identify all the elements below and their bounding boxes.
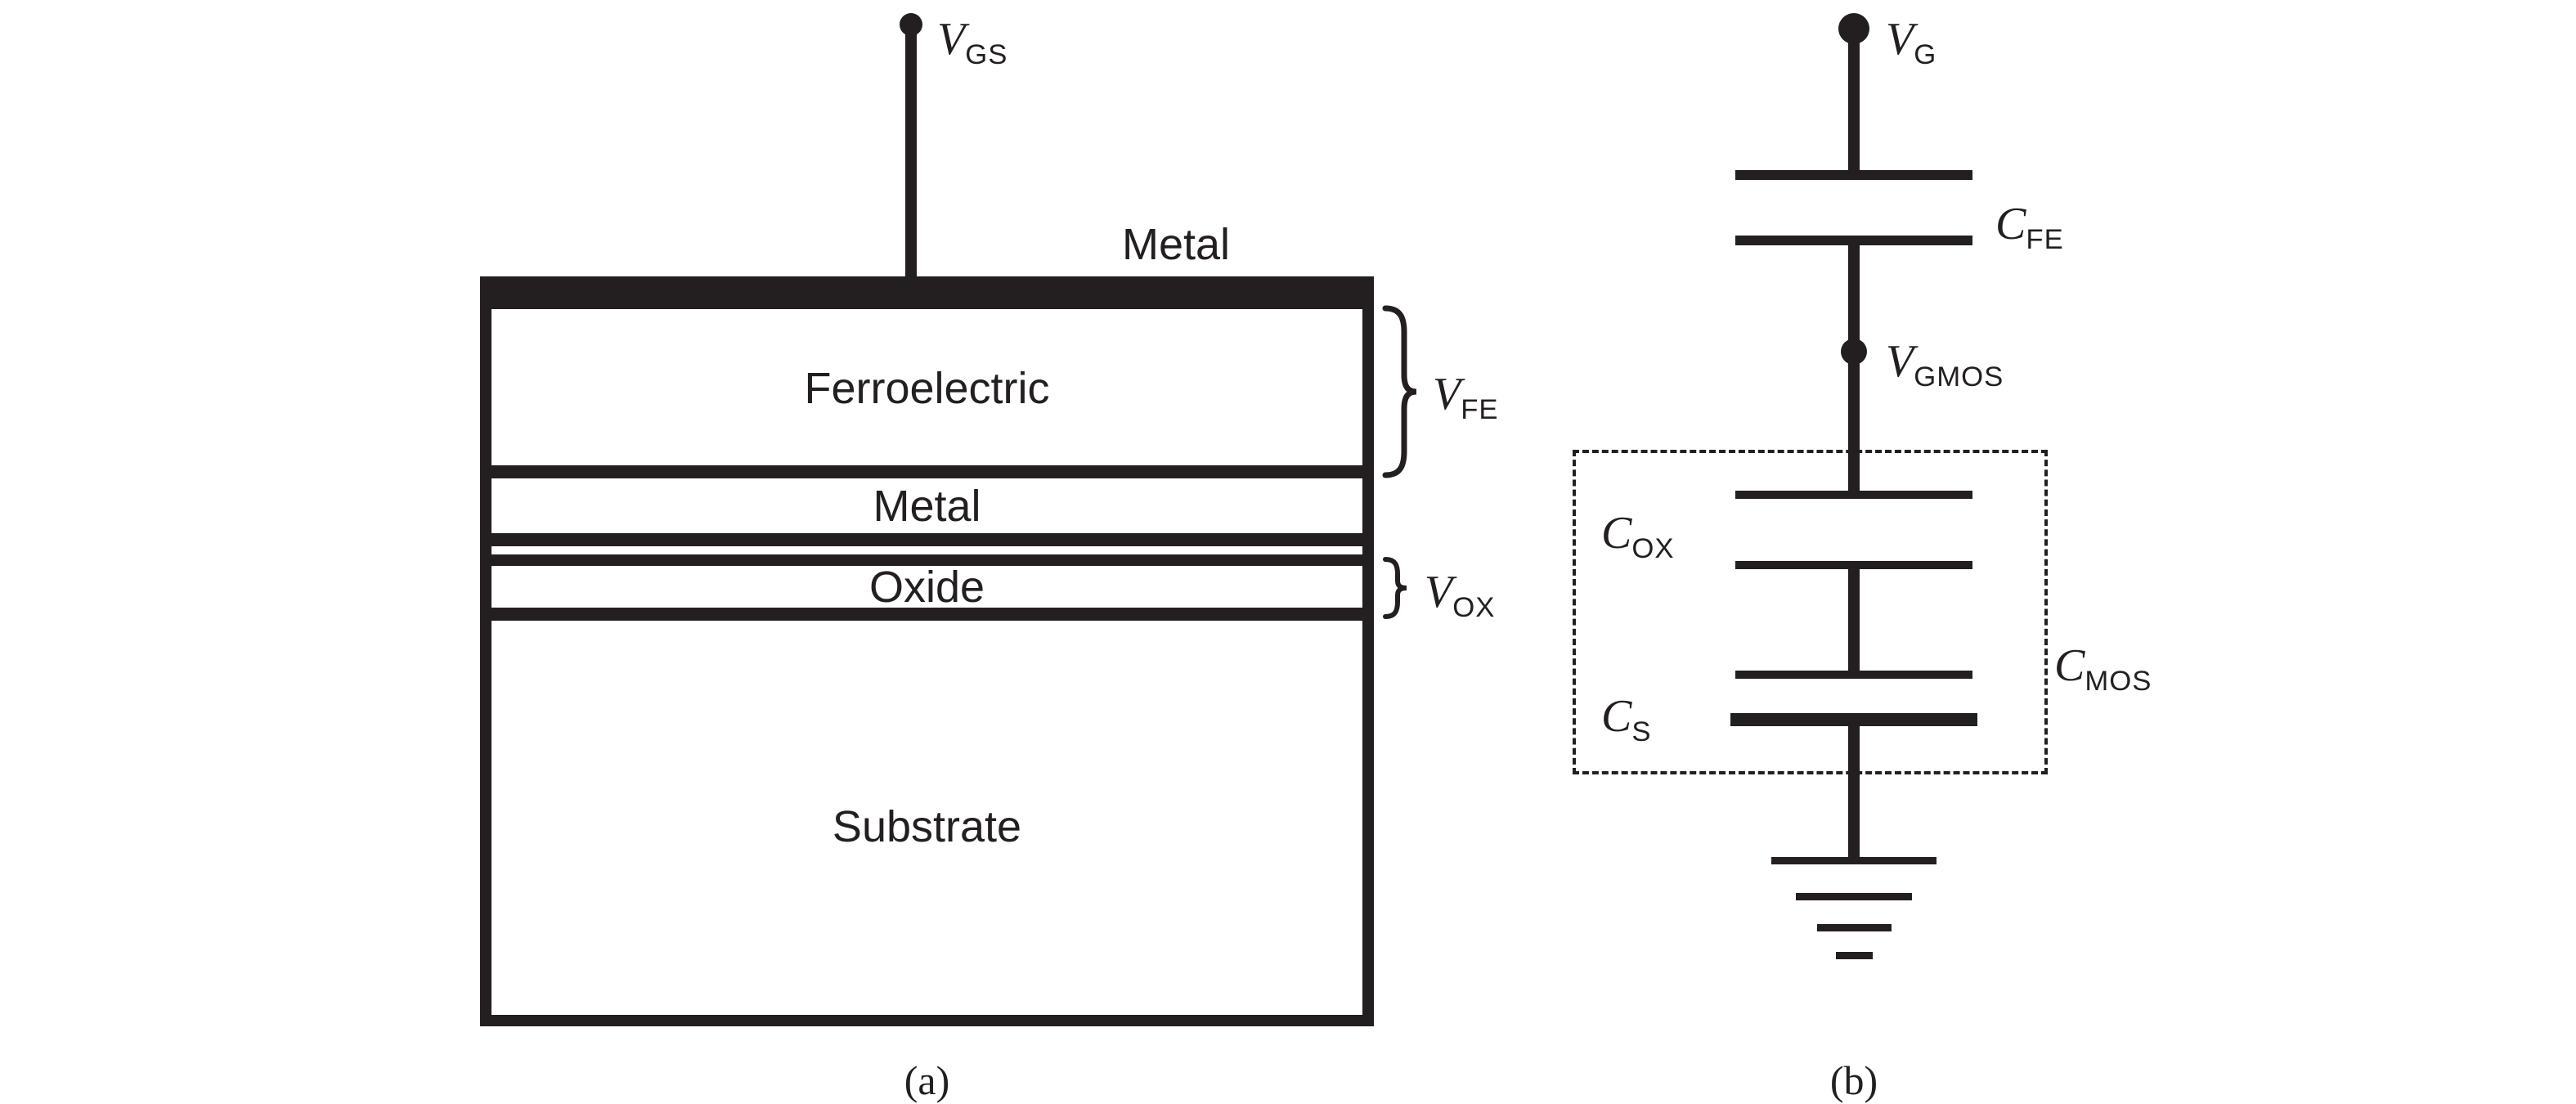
c-ox-subscript: OX [1631,533,1675,565]
vgs-subscript: GS [965,39,1008,71]
wire-vg-to-cfe [1848,29,1860,172]
vgs-label: VGS [937,11,1008,71]
layer-label-substrate: Substrate [832,802,1022,851]
ground-bar-3 [1817,924,1892,931]
v-gmos-label: VGMOS [1886,334,2004,393]
vgs-symbol: V [937,14,966,65]
vg-symbol: V [1886,14,1914,65]
c-fe-subscript: FE [2026,224,2064,256]
v-fe-brace [1382,305,1417,478]
wire-node-to-cox [1848,353,1860,494]
layer-label-oxide: Oxide [868,563,985,612]
vg-label: VG [1886,11,1936,71]
c-ox-label: COX [1601,505,1675,565]
c-mos-subscript: MOS [2085,666,2152,698]
oxide-top-line [480,554,1374,566]
caption-b: (b) [1829,1057,1878,1103]
v-fe-subscript: FE [1461,394,1499,426]
caption-a: (a) [904,1057,950,1103]
metal-interlayer-bottom-line [480,533,1374,546]
v-fe-symbol: V [1433,369,1461,420]
c-fe-label: CFE [1995,196,2064,256]
cmos-dashed-box [1573,450,2048,774]
layer-label-metal: Metal [873,482,981,531]
oxide-bottom-line [480,608,1374,621]
wire-cfe-to-node [1848,245,1860,355]
cs-plate-bottom [1730,713,1977,726]
gate-terminal-wire [905,25,917,278]
c-ox-symbol: C [1601,508,1632,559]
ground-bar-4 [1836,952,1873,959]
v-ox-subscript: OX [1452,592,1496,624]
cfe-plate-bottom [1735,236,1972,245]
cs-plate-top [1735,671,1972,679]
top-electrode-label: Metal [1122,220,1231,269]
wire-cs-to-ground [1848,726,1860,859]
v-ox-label: VOX [1425,564,1495,624]
ground-bar-2 [1796,893,1912,900]
gate-terminal-dot [900,13,922,36]
v-ox-brace [1383,557,1407,619]
c-fe-symbol: C [1995,199,2026,249]
ground-bar-1 [1771,857,1936,864]
top-metal-electrode-bar [480,276,1374,309]
cox-plate-bottom [1735,561,1972,569]
cox-plate-top [1735,491,1972,499]
wire-cox-to-cs [1848,569,1860,672]
cfe-plate-top [1735,170,1972,180]
c-s-label: CS [1601,689,1652,748]
v-gmos-symbol: V [1886,336,1914,387]
v-fe-label: VFE [1433,366,1499,426]
layer-label-ferroelectric: Ferroelectric [804,364,1050,413]
ferroelectric-bottom-line [480,465,1374,478]
c-s-symbol: C [1601,691,1632,742]
v-ox-symbol: V [1425,567,1453,617]
c-mos-symbol: C [2054,640,2085,691]
vg-subscript: G [1914,39,1937,71]
v-gmos-subscript: GMOS [1914,361,2004,393]
c-s-subscript: S [1631,716,1652,748]
c-mos-label: CMOS [2054,638,2152,698]
